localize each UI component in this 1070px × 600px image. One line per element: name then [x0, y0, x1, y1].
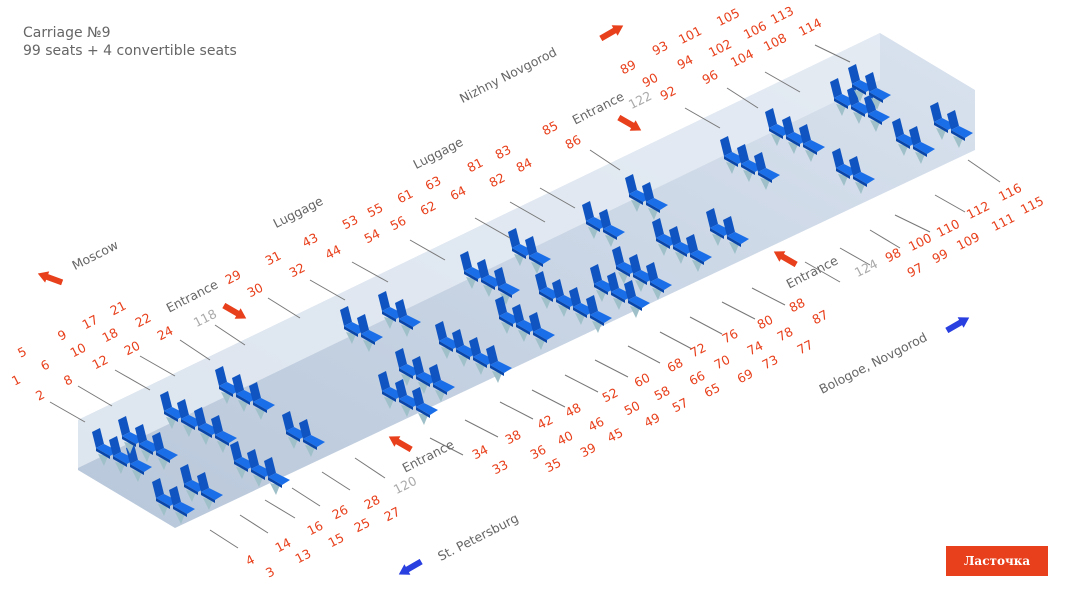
leader-line: [139, 355, 176, 377]
direction-arrow-icon: [37, 271, 64, 286]
seat-icon: [830, 78, 856, 116]
leader-line: [239, 514, 269, 534]
leader-line: [751, 287, 786, 306]
seat-icon: [395, 299, 421, 337]
leader-line: [209, 529, 239, 549]
seat-icon: [169, 486, 195, 524]
seat-icon: [495, 296, 521, 334]
carriage-title: Carriage №9 99 seats + 4 convertible sea…: [23, 24, 237, 60]
seat-count: 99 seats + 4 convertible seats: [23, 43, 237, 59]
leader-line: [814, 44, 851, 63]
seat-icon: [706, 208, 732, 246]
leader-line: [967, 159, 1001, 183]
leader-line: [684, 107, 721, 129]
leader-line: [764, 71, 801, 93]
leader-line: [869, 229, 901, 249]
seat-icon: [395, 379, 421, 417]
leader-line: [49, 401, 86, 423]
seat-icon: [469, 337, 495, 375]
carriage-name: Carriage №9: [23, 25, 111, 41]
leader-line: [589, 149, 621, 171]
leader-line: [464, 419, 499, 438]
seat-icon: [799, 124, 825, 162]
direction-arrow-icon: [222, 302, 247, 319]
seat-icon: [569, 287, 595, 325]
leader-line: [429, 437, 464, 456]
seat-icon: [197, 472, 223, 510]
seat-icon: [412, 387, 438, 425]
seat-icon: [754, 152, 780, 190]
seat-icon: [357, 314, 383, 352]
seat-icon: [177, 399, 203, 437]
seat-icon: [494, 267, 520, 305]
seat-icon: [486, 345, 512, 383]
direction-arrow-icon: [398, 558, 423, 575]
leader-line: [934, 194, 966, 213]
seat-icon: [865, 72, 891, 110]
leader-line: [804, 261, 841, 283]
seat-icon: [525, 236, 551, 274]
seat-icon: [723, 216, 749, 254]
leader-line: [291, 487, 321, 507]
leader-line: [839, 247, 871, 266]
leader-line: [474, 217, 511, 239]
leader-line: [627, 345, 661, 364]
seat-icon: [642, 182, 668, 220]
leader-line: [309, 279, 346, 301]
seat-icon: [947, 110, 973, 148]
leader-line: [179, 339, 211, 361]
leader-line: [321, 471, 351, 491]
direction-arrow-icon: [617, 114, 642, 131]
leader-line: [214, 324, 246, 346]
leader-line: [659, 331, 693, 350]
seat-icon: [299, 419, 325, 457]
leader-line: [114, 369, 151, 391]
seat-icon: [599, 209, 625, 247]
leader-line: [509, 201, 546, 223]
seat-icon: [378, 291, 404, 329]
direction-arrow-icon: [773, 251, 798, 268]
leader-line: [894, 214, 931, 233]
leader-line: [531, 389, 566, 408]
leader-line: [354, 457, 386, 479]
leader-line: [594, 359, 629, 378]
seat-icon: [909, 126, 935, 164]
seat-icon: [429, 364, 455, 402]
seat-icon: [211, 415, 237, 453]
seat-icon: [249, 382, 275, 420]
seat-icon: [512, 304, 538, 342]
seat-icon: [624, 280, 650, 318]
leader-line: [351, 261, 389, 283]
direction-arrow-icon: [945, 317, 970, 334]
leader-line: [726, 87, 759, 109]
direction-arrow-icon: [388, 436, 413, 453]
seat-icon: [646, 262, 672, 300]
leader-line: [409, 239, 446, 261]
direction-arrow-icon: [599, 25, 624, 42]
seat-icon: [529, 312, 555, 350]
seat-icon: [849, 156, 875, 194]
lastochka-brand-button[interactable]: Ласточка: [946, 546, 1048, 576]
leader-line: [721, 301, 756, 320]
seat-icon: [848, 64, 874, 102]
leader-line: [689, 316, 723, 335]
seat-icon: [435, 321, 461, 359]
leader-line: [539, 187, 576, 209]
leader-line: [564, 374, 599, 393]
leader-line: [267, 297, 301, 319]
leader-line: [264, 499, 296, 519]
seat-icon: [340, 306, 366, 344]
carriage-back-wall: [78, 33, 880, 468]
seat-icon: [264, 457, 290, 495]
seat-icon: [686, 234, 712, 272]
leader-line: [77, 385, 113, 407]
carriage-body: [78, 33, 975, 528]
seat-icon: [477, 259, 503, 297]
leader-line: [499, 401, 534, 420]
seat-icon: [586, 295, 612, 333]
seat-icon: [782, 116, 808, 154]
seat-icon: [152, 432, 178, 470]
